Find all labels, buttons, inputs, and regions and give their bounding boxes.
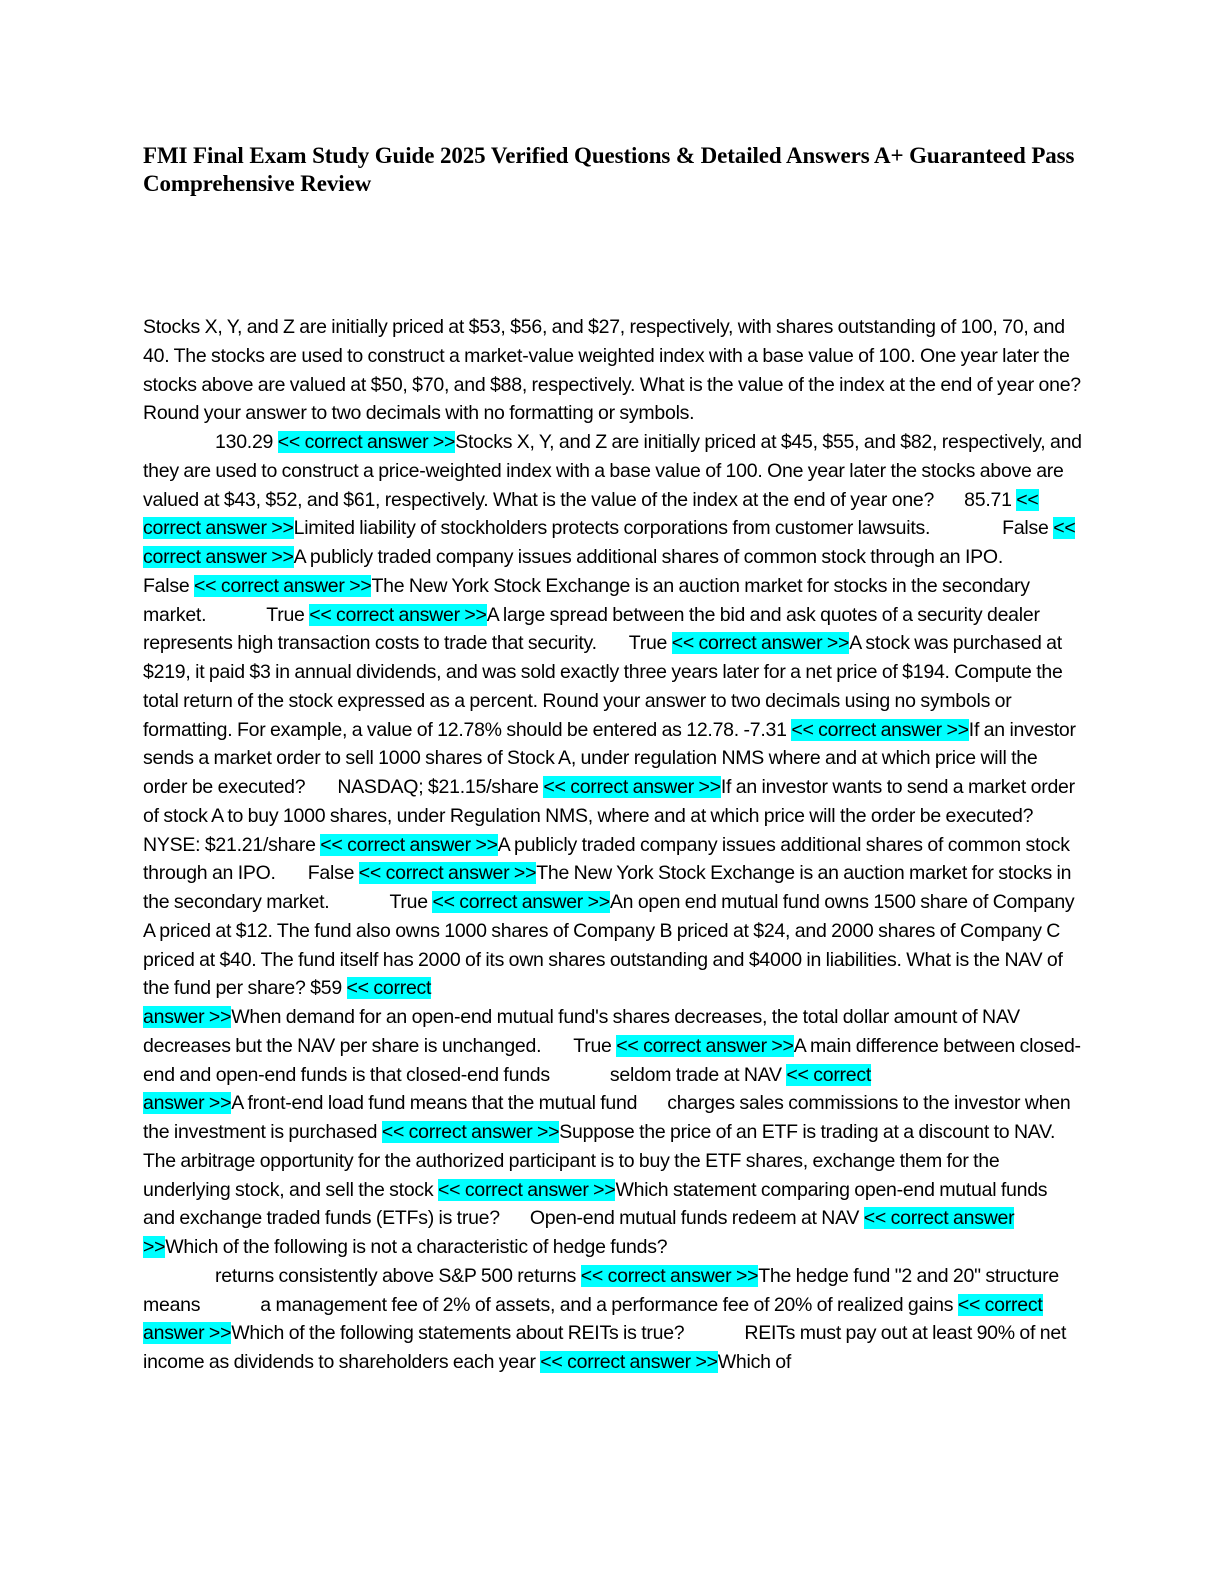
correct-answer-marker: << correct answer >>	[309, 603, 487, 626]
answer-text: -7.31	[743, 718, 787, 741]
answer-text: 85.71	[964, 488, 1012, 511]
correct-answer-marker: << correct answer >>	[432, 891, 610, 913]
correct-answer-marker: answer >>	[143, 1092, 232, 1115]
answer-text: NASDAQ; $21.15/share	[337, 776, 539, 798]
answer-text: 130.29	[215, 431, 274, 453]
correct-answer-marker: << correct	[786, 1063, 872, 1086]
answer-text: REITs must pay out at least 90% of net i…	[143, 1322, 1067, 1373]
answer-text: buy the ETF shares, exchange them for th…	[143, 1149, 1000, 1201]
question-text: Stocks X, Y, and Z are initially priced …	[143, 316, 1081, 425]
question-text: Suppose the price of an ETF is trading a…	[143, 1121, 1056, 1172]
question-text: Which of the following is not a characte…	[165, 1236, 668, 1258]
correct-answer-marker: << correct answer >>	[381, 1121, 560, 1143]
answer-text: True	[266, 603, 305, 626]
question-text: A front-end load fund means that the mut…	[231, 1092, 638, 1115]
document-title: FMI Final Exam Study Guide 2025 Verified…	[143, 143, 1075, 196]
correct-answer-marker: << correct	[346, 977, 432, 1000]
correct-answer-marker: answer >>	[143, 1006, 232, 1028]
correct-answer-marker: << correct answer >>	[277, 431, 456, 453]
question-text: A main difference between closed-end and…	[143, 1034, 1081, 1086]
correct-answer-marker: << correct answer >>	[320, 833, 498, 856]
answer-text: Open-end mutual funds redeem at NAV	[529, 1207, 860, 1230]
answer-text: seldom trade at NAV	[609, 1063, 782, 1086]
answer-text: True	[628, 632, 668, 655]
answer-text: True	[389, 891, 428, 913]
question-text: The New York Stock Exchange is an auctio…	[143, 574, 1030, 626]
question-text: Stocks X, Y, and Z are initially priced …	[143, 431, 1082, 511]
answer-text: a management fee of 2% of assets, and a …	[260, 1293, 954, 1316]
correct-answer-marker: << correct answer >>	[616, 1034, 794, 1057]
correct-answer-marker: << correct answer >>	[543, 776, 721, 798]
question-text: A publicly traded company issues additio…	[143, 833, 1070, 885]
correct-answer-marker: << correct answer >>	[791, 718, 969, 741]
correct-answer-marker: << correct answer >>	[358, 862, 537, 885]
question-text: A large spread between the bid and ask q…	[143, 603, 1040, 655]
question-text: When demand for an open-end mutual fund'…	[143, 1006, 1020, 1057]
question-text: Limited liability of stockholders protec…	[293, 517, 931, 540]
correct-answer-marker: << correct answer >>	[580, 1264, 759, 1287]
correct-answer-marker: << correct answer >>	[438, 1178, 616, 1201]
question-text: Which of the following statements about …	[231, 1322, 685, 1345]
correct-answer-marker: << correct answer >>	[194, 574, 372, 597]
answer-text: True	[573, 1034, 612, 1057]
question-text: A stock was purchased at $219, it paid $…	[143, 632, 1063, 741]
question-text: If an investor sends a market order to s…	[143, 718, 1076, 799]
question-text: The New York Stock Exchange is an auctio…	[143, 862, 1072, 913]
answer-text: NYSE: $21.21/share	[143, 833, 316, 856]
correct-answer-marker: << correct answer >>	[540, 1351, 718, 1373]
answer-text: $59	[310, 977, 342, 1000]
question-text: Which statement comparing open-end mutua…	[143, 1178, 1048, 1230]
question-text: An open end mutual fund owns 1500 share …	[143, 891, 1075, 1000]
document-body: Stocks X, Y, and Z are initially priced …	[143, 313, 1083, 1377]
answer-text: charges sales commissions to the investo…	[143, 1092, 1071, 1143]
answer-text: returns consistently above S&P 500 retur…	[215, 1264, 577, 1287]
question-text: If an investor wants to send a market or…	[143, 776, 1075, 827]
question-text: The hedge fund "2 and 20" structure mean…	[143, 1264, 1059, 1316]
answer-text: False	[143, 574, 190, 597]
answer-text: False	[307, 862, 355, 885]
question-text: A publicly traded company issues additio…	[293, 546, 1004, 568]
question-text: Which of	[717, 1351, 792, 1373]
answer-text: False	[1002, 517, 1049, 540]
correct-answer-marker: << correct answer >>	[671, 632, 850, 655]
